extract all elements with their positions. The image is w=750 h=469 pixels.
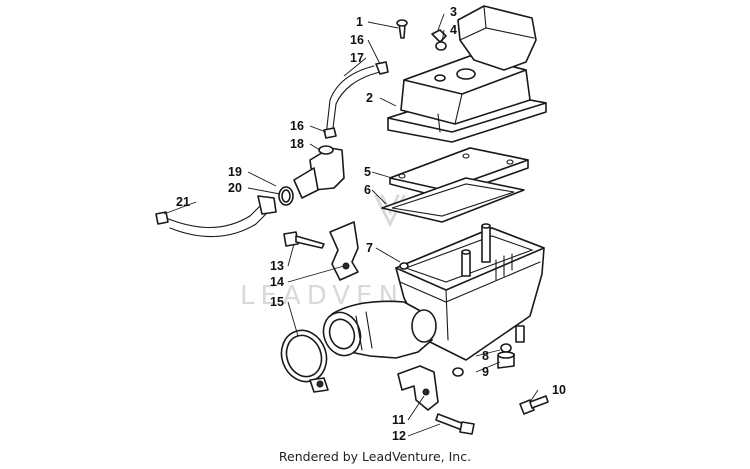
callout-10: 10 [552,383,566,397]
callout-15: 15 [270,295,284,309]
hose-clamp-small [278,186,294,206]
callout-1: 1 [356,15,363,29]
housing-bolt [519,395,549,415]
cover-snorkel [457,5,537,71]
callout-13: 13 [270,259,284,273]
hose-clamp [280,329,329,393]
callout-3: 3 [450,5,457,19]
callout-11: 11 [392,413,405,427]
cover-screw [396,19,408,39]
breather-hose [323,61,389,139]
callout-17: 17 [350,51,364,65]
callout-20: 20 [228,181,242,195]
callout-4: 4 [450,23,457,37]
mounting-bracket [329,221,359,281]
callout-14: 14 [270,275,284,289]
callout-16-lower: 16 [290,119,304,133]
callouts: 1 3 4 16 17 2 16 18 19 20 21 5 6 7 13 14… [176,5,566,443]
callout-7: 7 [366,241,373,255]
airbox-cover [387,55,547,143]
callout-5: 5 [364,165,371,179]
callout-16-upper: 16 [350,33,364,47]
inlet-boot [322,300,437,359]
breather-filter [293,145,345,199]
callout-6: 6 [364,183,371,197]
drain-hose [155,195,277,238]
callout-18: 18 [290,137,304,151]
callout-19: 19 [228,165,242,179]
grommet [500,343,512,353]
lower-bracket [397,365,439,411]
callout-21: 21 [176,195,190,209]
callout-8: 8 [482,349,489,363]
airbox-housing [395,223,545,377]
spacer [497,351,515,369]
bracket-bolt [283,231,325,249]
leader-lines [163,13,539,437]
filter-plate [389,147,529,199]
lower-bolt [435,413,475,435]
gasket [381,177,525,223]
footer-credit: Rendered by LeadVenture, Inc. [278,449,472,464]
callout-12: 12 [392,429,406,443]
callout-9: 9 [482,365,489,379]
callout-2: 2 [366,91,373,105]
